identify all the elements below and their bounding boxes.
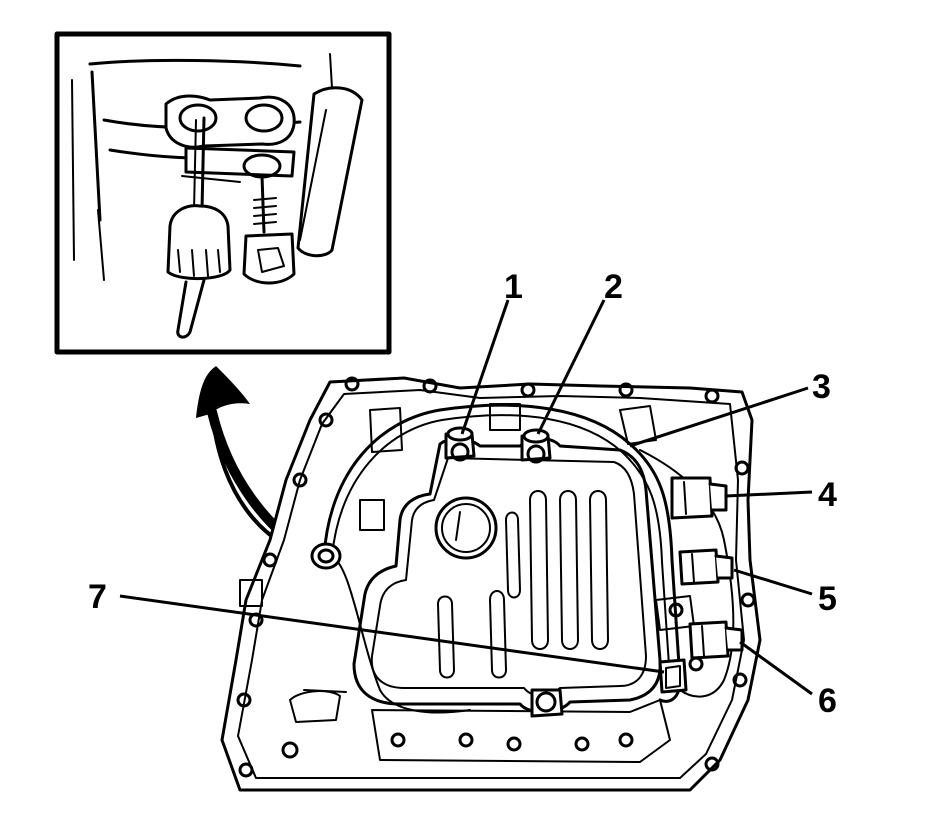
valve-body-cover [352,426,662,718]
connector-body [166,204,232,281]
leader-line-5 [733,568,813,596]
leader-lines [119,299,813,696]
wiring-harness [310,403,744,714]
bolt-head [242,232,296,285]
leader-line-7 [119,594,665,674]
bracket-hole-left [178,103,218,133]
harness-clip-7 [658,658,688,694]
leader-line-3 [629,386,809,448]
leader-line-2 [536,299,606,435]
bracket-hole-right [244,103,284,133]
cover-bolt-1 [444,426,476,462]
callout-7: 7 [88,578,107,616]
connector-4 [670,476,728,520]
leader-line-6 [739,640,813,696]
callout-6: 6 [818,682,837,720]
callout-5: 5 [818,580,837,618]
callout-3: 3 [812,368,831,406]
harness-grommet [310,542,342,570]
connector-5 [678,548,734,586]
cover-bolt-2 [520,428,552,464]
cover-bolt-bottom [530,688,564,718]
callout-2: 2 [604,268,623,306]
callout-1: 1 [504,268,523,306]
filter-dome [434,496,498,560]
callout-4: 4 [818,476,837,514]
connector-6 [688,620,744,660]
callouts: 1 2 3 4 5 6 7 [88,268,837,720]
leader-line-4 [725,490,813,498]
detail-inset [54,31,392,355]
leader-line-1 [460,299,510,435]
